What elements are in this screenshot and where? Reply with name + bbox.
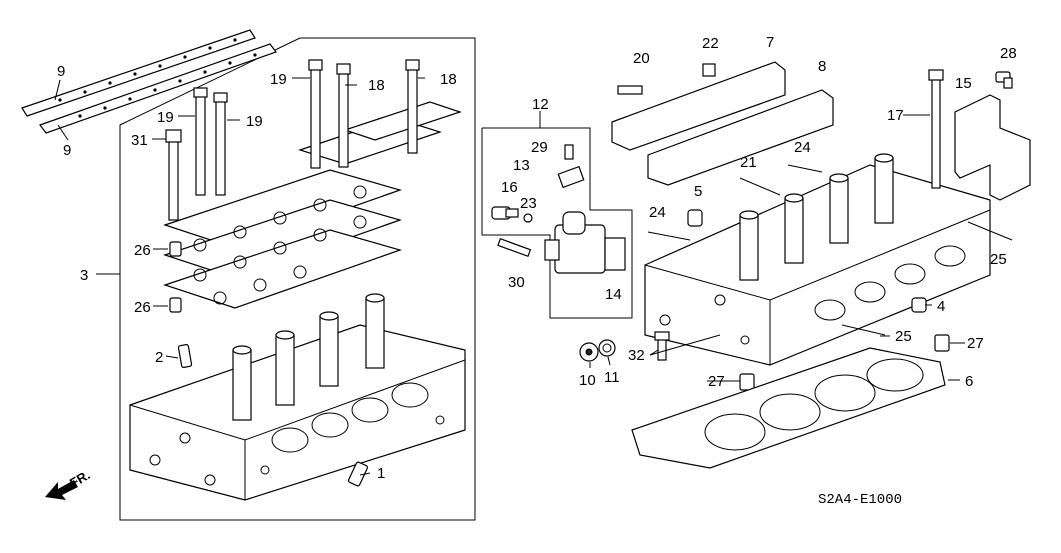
callout-10: 10 [579, 372, 596, 389]
callout-21: 21 [740, 154, 757, 171]
callout-9-lower: 9 [63, 142, 71, 159]
small-hardware [579, 331, 950, 391]
callout-5: 5 [694, 183, 702, 200]
spool-valve [491, 144, 626, 274]
callout-28: 28 [1000, 45, 1017, 62]
callout-12: 12 [532, 96, 549, 113]
callout-2: 2 [155, 349, 163, 366]
callout-26-b: 26 [134, 299, 151, 316]
callout-4: 4 [937, 298, 945, 315]
front-arrow: FR. [45, 467, 93, 500]
cylinder-head-right [644, 69, 1013, 366]
callout-6: 6 [965, 373, 973, 390]
callout-25-b: 25 [895, 328, 912, 345]
callout-23: 23 [520, 195, 537, 212]
head-bolts-left [165, 59, 420, 221]
callout-19-b: 19 [157, 109, 174, 126]
callout-31: 31 [131, 132, 148, 149]
callout-3: 3 [80, 267, 88, 284]
callout-18-b: 18 [440, 71, 457, 88]
callout-27-a: 27 [967, 335, 984, 352]
head-gasket [631, 347, 946, 469]
callout-27-b: 27 [708, 373, 725, 390]
callout-14: 14 [605, 286, 622, 303]
callout-1: 1 [377, 465, 385, 482]
callout-20: 20 [633, 50, 650, 67]
solenoid-group-outline [481, 127, 633, 319]
callout-22: 22 [702, 35, 719, 52]
callout-19-c: 19 [246, 113, 263, 130]
callout-26-a: 26 [134, 242, 151, 259]
leader-lines [54, 77, 965, 476]
callout-18-a: 18 [368, 77, 385, 94]
rocker-shafts [21, 29, 277, 134]
callout-29: 29 [531, 139, 548, 156]
callout-15: 15 [955, 75, 972, 92]
diagram-code: S2A4-E1000 [818, 492, 902, 508]
callout-7: 7 [766, 34, 774, 51]
callout-30: 30 [508, 274, 525, 291]
callout-24-b: 24 [649, 204, 666, 221]
callout-19-a: 19 [270, 71, 287, 88]
callout-24-a: 24 [794, 139, 811, 156]
callout-17: 17 [887, 107, 904, 124]
callout-labels: 9 9 19 18 18 19 19 31 26 26 3 2 1 12 29 … [57, 34, 1017, 508]
callout-16: 16 [501, 179, 518, 196]
cylinder-head-left [129, 293, 466, 501]
left-assembly-outline [119, 37, 476, 521]
head-cover-gaskets [611, 61, 834, 186]
dowel-pins-26 [169, 241, 182, 313]
camshaft-holders [163, 101, 462, 309]
callout-32: 32 [628, 347, 645, 364]
callout-8: 8 [818, 58, 826, 75]
callout-11: 11 [604, 369, 620, 386]
callout-9-upper: 9 [57, 63, 65, 80]
callout-13: 13 [513, 157, 530, 174]
callout-25-a: 25 [990, 251, 1007, 268]
engine-hanger-bracket [954, 71, 1031, 201]
